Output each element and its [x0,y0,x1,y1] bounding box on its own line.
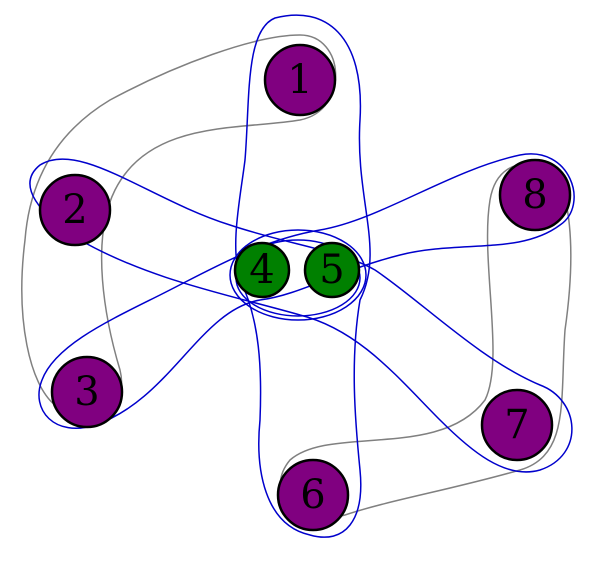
hyperedge-2-4-5-7 [29,158,573,473]
node-6-label: 6 [300,472,325,518]
node-4[interactable]: 4 [233,241,291,299]
hyperedge-1-4-5-6 [234,14,371,538]
node-8[interactable]: 8 [498,158,572,232]
node-5-label: 5 [319,247,344,293]
node-8-label: 8 [522,172,547,218]
node-1-label: 1 [287,57,312,103]
node-7-label: 7 [504,402,529,448]
node-3-circle [50,355,124,429]
node-5[interactable]: 5 [303,241,361,299]
node-6-circle [276,458,350,532]
node-1-circle [263,43,337,117]
node-4-label: 4 [249,247,274,293]
nodes: 1 2 3 4 5 6 7 8 [38,43,572,532]
node-3-label: 3 [74,369,99,415]
node-2-label: 2 [62,187,87,233]
node-7-circle [480,388,554,462]
node-2-circle [38,173,112,247]
node-3[interactable]: 3 [50,355,124,429]
node-1[interactable]: 1 [263,43,337,117]
node-8-circle [498,158,572,232]
node-2[interactable]: 2 [38,173,112,247]
node-7[interactable]: 7 [480,388,554,462]
node-5-circle [303,241,361,299]
node-6[interactable]: 6 [276,458,350,532]
node-4-circle [233,241,291,299]
hyperedge-4-5-inner [229,229,367,321]
